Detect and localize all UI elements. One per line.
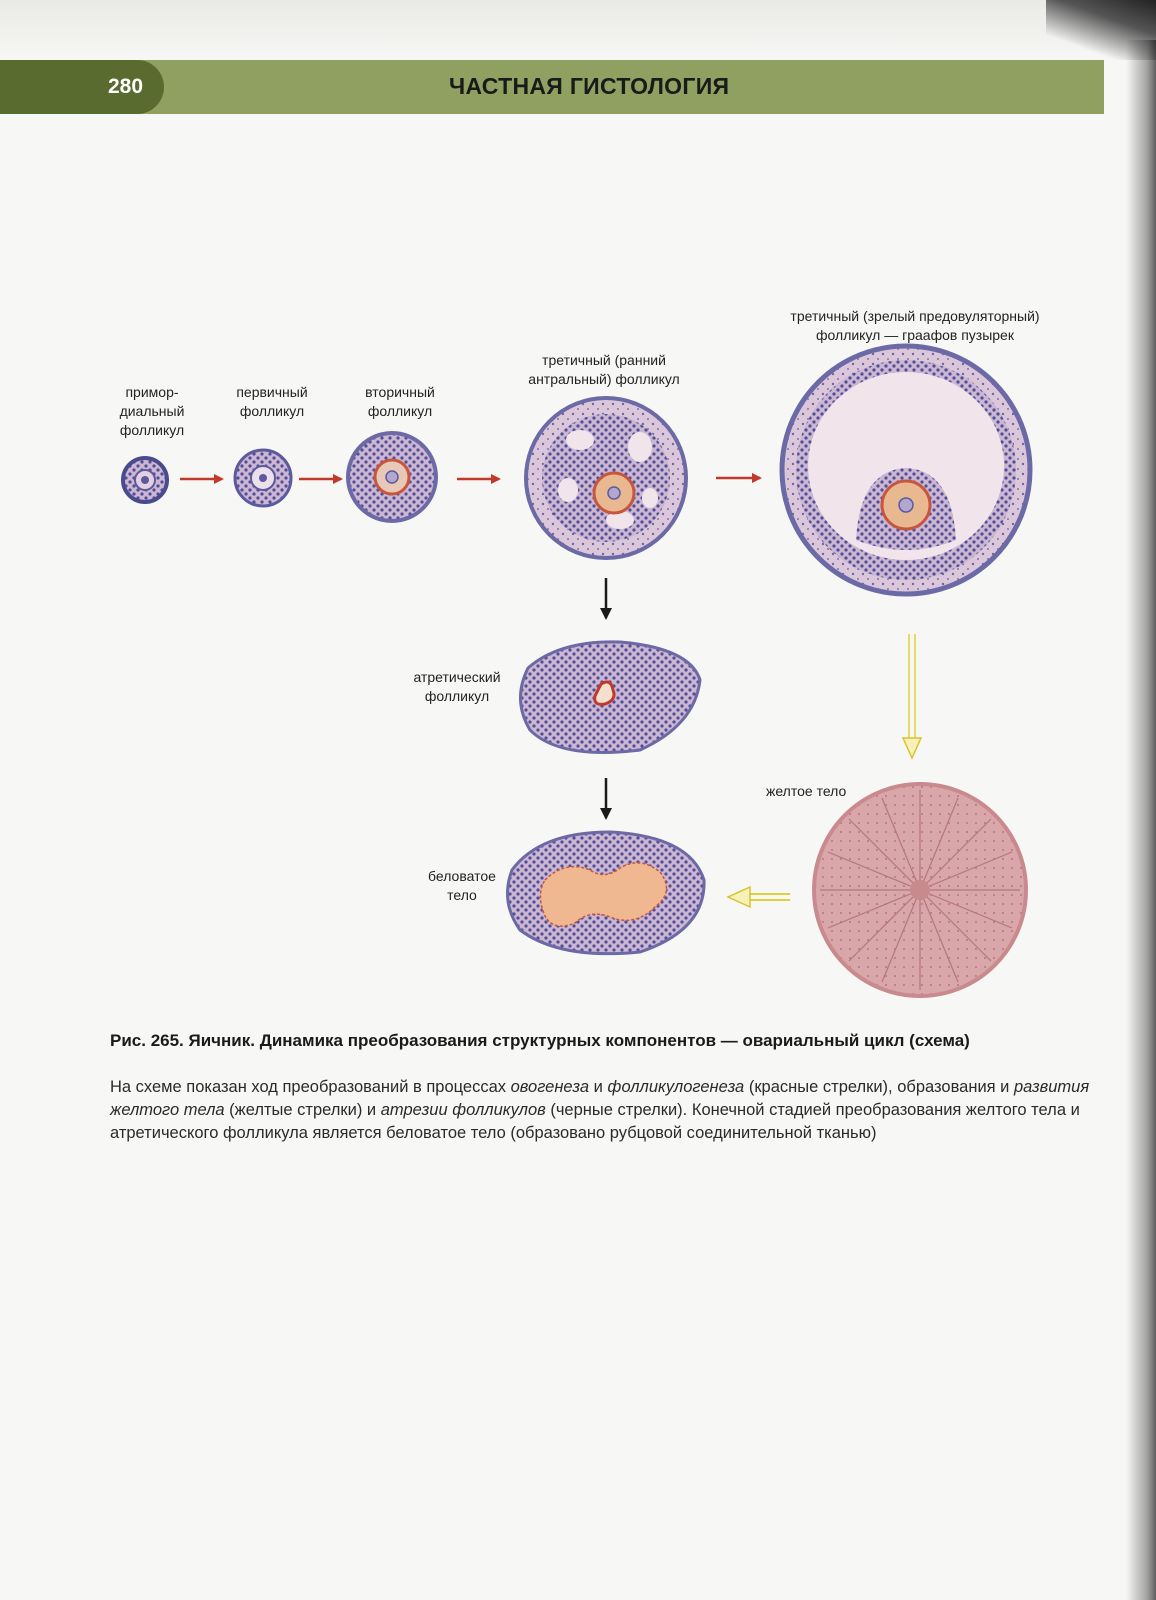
figure-caption-body: На схеме показан ход преобразований в пр… <box>110 1078 1090 1142</box>
label-primary: первичный фолликул <box>236 384 308 419</box>
label-corpus-luteum: желтое тело <box>766 783 847 799</box>
page-top-shadow <box>0 0 1156 60</box>
label-atretic: атретический фолликул <box>413 669 501 704</box>
page-binding-edge <box>1126 40 1156 1600</box>
label-secondary: вторичный фолликул <box>365 384 435 419</box>
yellow-arrow-down <box>901 634 923 760</box>
header-band <box>0 60 1104 114</box>
label-corpus-albicans: беловатое тело <box>428 868 496 903</box>
secondary-follicle <box>346 431 438 523</box>
primary-follicle <box>233 448 293 508</box>
page-number: 280 <box>108 75 144 98</box>
label-tertiary-early: третичный (ранний антральный) фолликул <box>528 352 680 387</box>
label-primordial: примор- диальный фолликул <box>119 384 185 438</box>
ovarian-cycle-diagram <box>121 343 1033 998</box>
figure-caption-title: Рис. 265. Яичник. Динамика преобразовани… <box>110 1031 970 1050</box>
label-tertiary-mature: третичный (зрелый предовуляторный) фолли… <box>790 308 1040 343</box>
corpus-albicans <box>506 830 706 956</box>
primordial-follicle <box>121 456 169 504</box>
yellow-arrow-left <box>726 885 790 909</box>
tertiary-early-follicle <box>524 396 688 560</box>
corpus-luteum <box>812 782 1028 998</box>
graafian-follicle <box>779 343 1033 597</box>
page-number-tab <box>0 60 164 114</box>
atretic-follicle <box>518 640 702 754</box>
running-header-title: ЧАСТНАЯ ГИСТОЛОГИЯ <box>449 73 730 99</box>
